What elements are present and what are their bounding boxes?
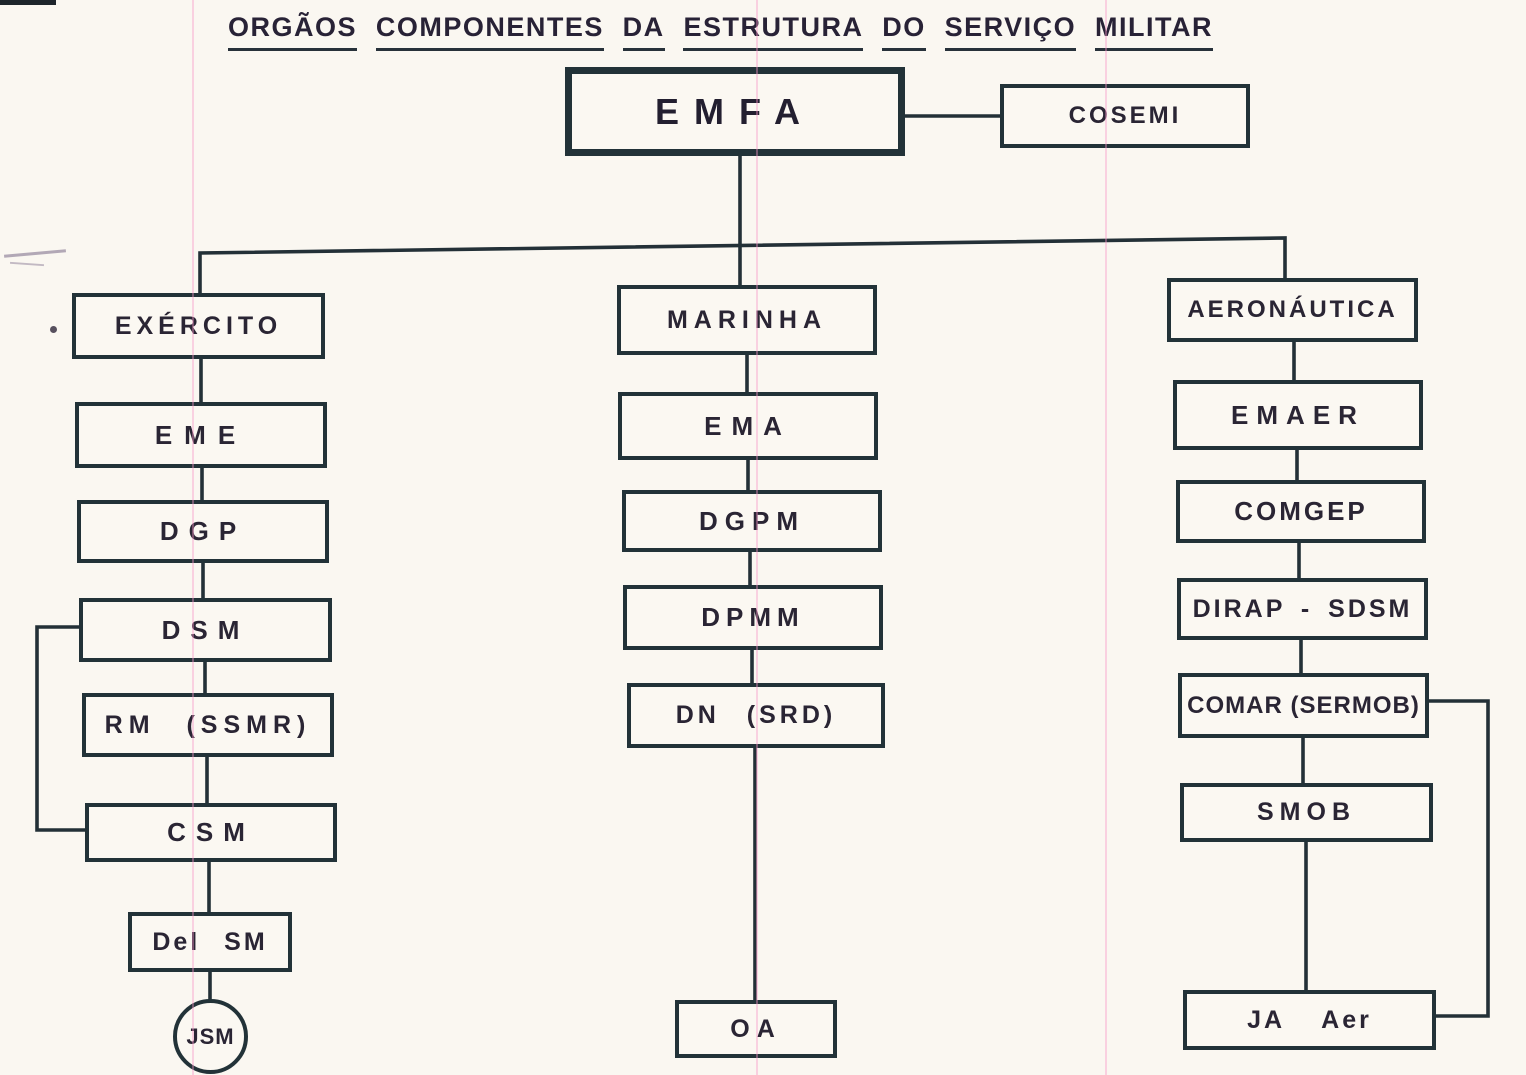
node-del-sm: Del SM (128, 912, 292, 972)
wire-air-column (1292, 341, 1308, 991)
wire-distribution (198, 236, 1287, 294)
node-jsm: JSM (173, 999, 248, 1074)
node-dn-srd: DN (SRD) (627, 683, 885, 748)
wire-dsm-csm-bracket (35, 625, 86, 832)
node-ema: EMA (618, 392, 878, 460)
node-aeronautica: AERONÁUTICA (1167, 278, 1418, 342)
node-csm: CSM (85, 803, 337, 862)
node-comgep: COMGEP (1176, 480, 1426, 543)
node-comar-sermob: COMAR (SERMOB) (1178, 673, 1429, 738)
wire-navy-column (745, 354, 757, 1001)
node-cosemi: COSEMI (1000, 84, 1250, 148)
node-marinha: MARINHA (617, 285, 877, 355)
title-word: SERVIÇO (944, 12, 1077, 51)
node-dsm: DSM (79, 598, 332, 662)
wire-comar-jaaer-bracket (1429, 699, 1490, 1018)
title-word: ESTRUTURA (683, 12, 864, 51)
title-word: COMPONENTES (375, 12, 604, 51)
node-ja-aer: JA Aer (1183, 990, 1436, 1050)
title-word: ORGÃOS (228, 12, 358, 51)
node-dgp: DGP (77, 500, 329, 563)
node-emfa: EMFA (565, 67, 905, 156)
node-oa: OA (675, 1000, 837, 1058)
title-word: MILITAR (1094, 12, 1213, 51)
node-rm-ssmr: RM (SSMR) (82, 693, 334, 757)
title-word: DA (622, 12, 665, 51)
wire-army-column (199, 358, 212, 1000)
node-exercito: EXÉRCITO (72, 293, 325, 359)
node-dgpm: DGPM (622, 490, 882, 552)
node-emaer: EMAER (1173, 380, 1423, 450)
node-eme: EME (75, 402, 327, 468)
node-dirap-sdsm: DIRAP - SDSM (1177, 578, 1428, 640)
title-word: DO (882, 12, 926, 51)
node-smob: SMOB (1180, 783, 1433, 842)
page-title: ORGÃOS COMPONENTES DA ESTRUTURA DO SERVI… (228, 12, 1213, 51)
node-dpmm: DPMM (623, 585, 883, 650)
